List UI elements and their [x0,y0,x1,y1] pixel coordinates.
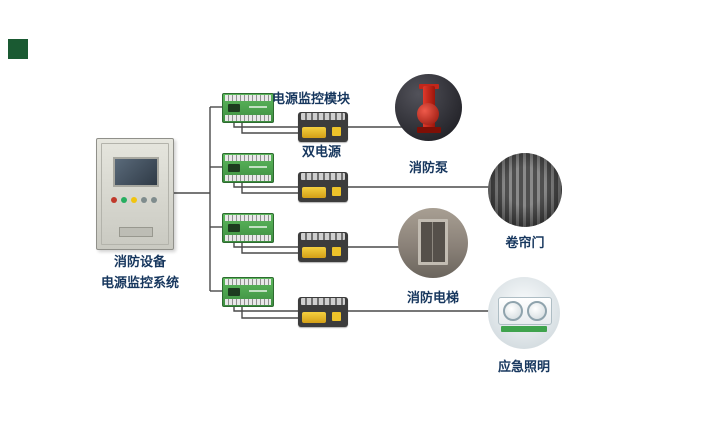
dual-power-switch-4 [298,297,348,327]
feed-lines-row-2 [233,181,498,194]
module-terminal-strip [225,155,271,161]
emergency-light-body [498,297,552,325]
feed-lines-row-1 [233,121,408,134]
module-terminal-strip [225,95,271,101]
indicator-yellow [131,197,137,203]
elevator-door-split [432,222,433,262]
system-label-line1: 消防设备 [113,255,166,270]
module-terminal-strip [225,115,271,121]
fire-elevator-photo [398,208,468,278]
module-terminal-strip [225,235,271,241]
emergency-lamp-right [527,301,547,321]
emergency-light-label-strip [501,326,547,332]
indicator-gray [151,197,157,203]
system-label: 消防设备 电源监控系统 [70,252,210,295]
indicator-gray [141,197,147,203]
switch-terminals [301,233,345,240]
label-monitor-module: 电源监控模块 [272,92,351,107]
module-marking [249,226,267,228]
cabinet-indicator-row [111,197,157,203]
switch-terminals [301,113,345,120]
switch-button [332,247,341,256]
indicator-red [111,197,117,203]
elevator-door [421,222,445,262]
module-marking [249,290,267,292]
module-display [228,164,240,172]
power-monitor-module-1 [222,93,274,123]
feed-lines-row-4 [233,305,498,319]
switch-terminals [301,298,345,305]
label-fire-pump: 消防泵 [408,161,448,176]
cabinet-screen [113,157,159,187]
module-marking [249,166,267,168]
switch-handle [302,187,326,198]
power-monitor-module-3 [222,213,274,243]
pump-base [417,127,441,133]
module-terminal-strip [225,175,271,181]
power-monitor-module-2 [222,153,274,183]
cabinet-inner-panel [101,143,169,245]
switch-handle [302,247,326,258]
label-fire-elevator: 消防电梯 [406,291,459,306]
roller-shutter-door-photo [488,153,562,227]
label-roller-door: 卷帘门 [505,236,545,251]
dual-power-switch-3 [298,232,348,262]
cabinet-lower-panel [119,227,153,237]
power-monitor-module-4 [222,277,274,307]
dual-power-switch-2 [298,172,348,202]
switch-handle [302,312,326,323]
label-dual-power: 双电源 [302,145,342,160]
module-terminal-strip [225,279,271,285]
module-display [228,288,240,296]
emergency-lamp-left [503,301,523,321]
system-label-line2: 电源监控系统 [100,276,179,292]
pump-volute [417,103,439,125]
module-terminal-strip [225,215,271,221]
switch-button [332,127,341,136]
emergency-lighting-photo [488,277,560,349]
dual-power-switch-1 [298,112,348,142]
switch-button [332,187,341,196]
module-marking [249,106,267,108]
control-cabinet [96,138,174,250]
module-terminal-strip [225,299,271,305]
switch-terminals [301,173,345,180]
indicator-green [121,197,127,203]
logo-chip [8,39,28,59]
module-display [228,224,240,232]
switch-button [332,312,341,321]
label-emergency-lighting: 应急照明 [497,360,550,375]
switch-handle [302,127,326,138]
fire-pump-photo [395,74,462,141]
module-display [228,104,240,112]
